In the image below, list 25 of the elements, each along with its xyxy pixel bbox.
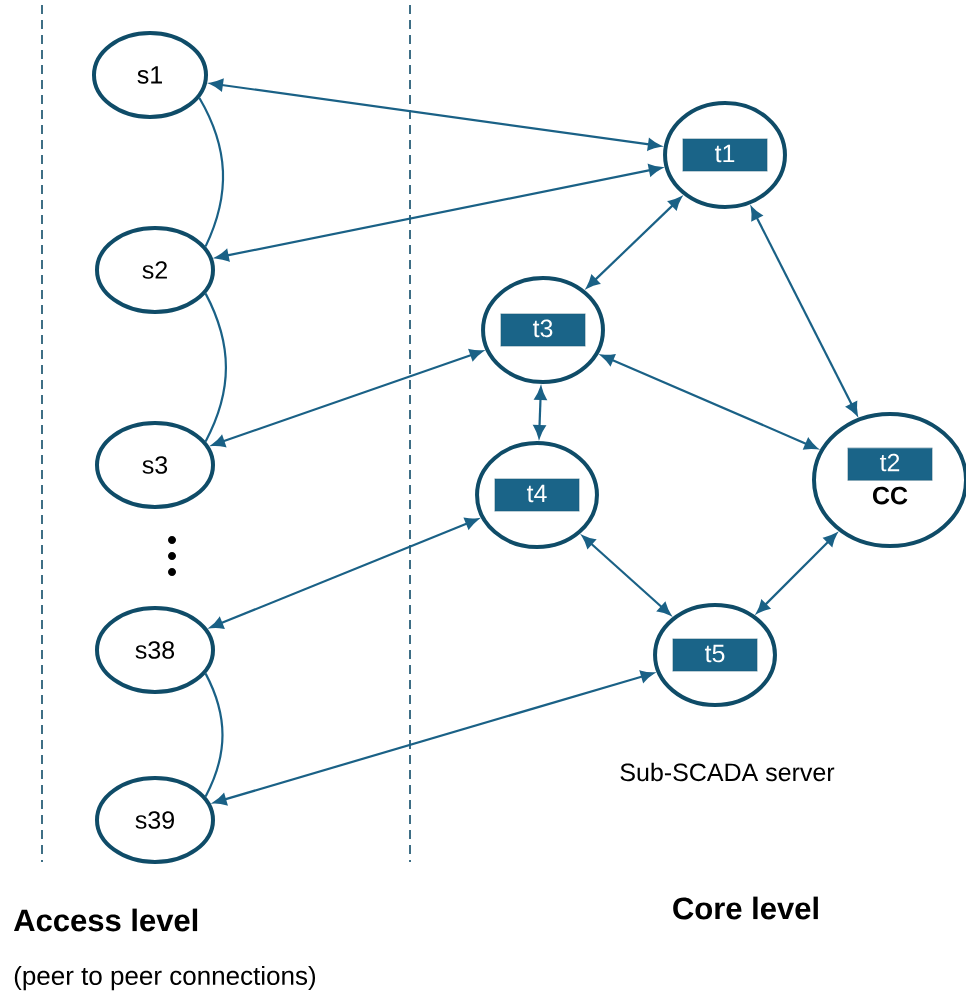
node-ellipse — [475, 441, 599, 549]
level-title: Core level — [673, 896, 818, 920]
arrow — [213, 670, 654, 806]
arrow — [210, 517, 479, 629]
label-tag: t4 — [494, 478, 580, 512]
arrow — [215, 164, 662, 262]
caption-text: Sub-SCADA server — [620, 762, 835, 782]
node-label: CC — [873, 486, 908, 505]
arrow — [756, 532, 838, 614]
label-tag: t1 — [682, 138, 768, 172]
label-tag: t3 — [500, 313, 586, 347]
arrow — [209, 79, 662, 151]
level-title: Access level — [13, 908, 198, 932]
node-ellipse — [481, 276, 605, 384]
node-ellipse — [663, 101, 787, 209]
arrow — [601, 354, 818, 450]
arrow — [586, 196, 682, 289]
node-ellipse — [653, 603, 777, 707]
arrow — [581, 535, 671, 616]
arrow — [211, 349, 483, 447]
arrow — [533, 386, 547, 439]
arrow — [750, 206, 858, 416]
label-tag: t2 — [847, 447, 933, 481]
level-note: (peer to peer connections) — [14, 965, 316, 991]
label-tag: t5 — [672, 638, 758, 672]
